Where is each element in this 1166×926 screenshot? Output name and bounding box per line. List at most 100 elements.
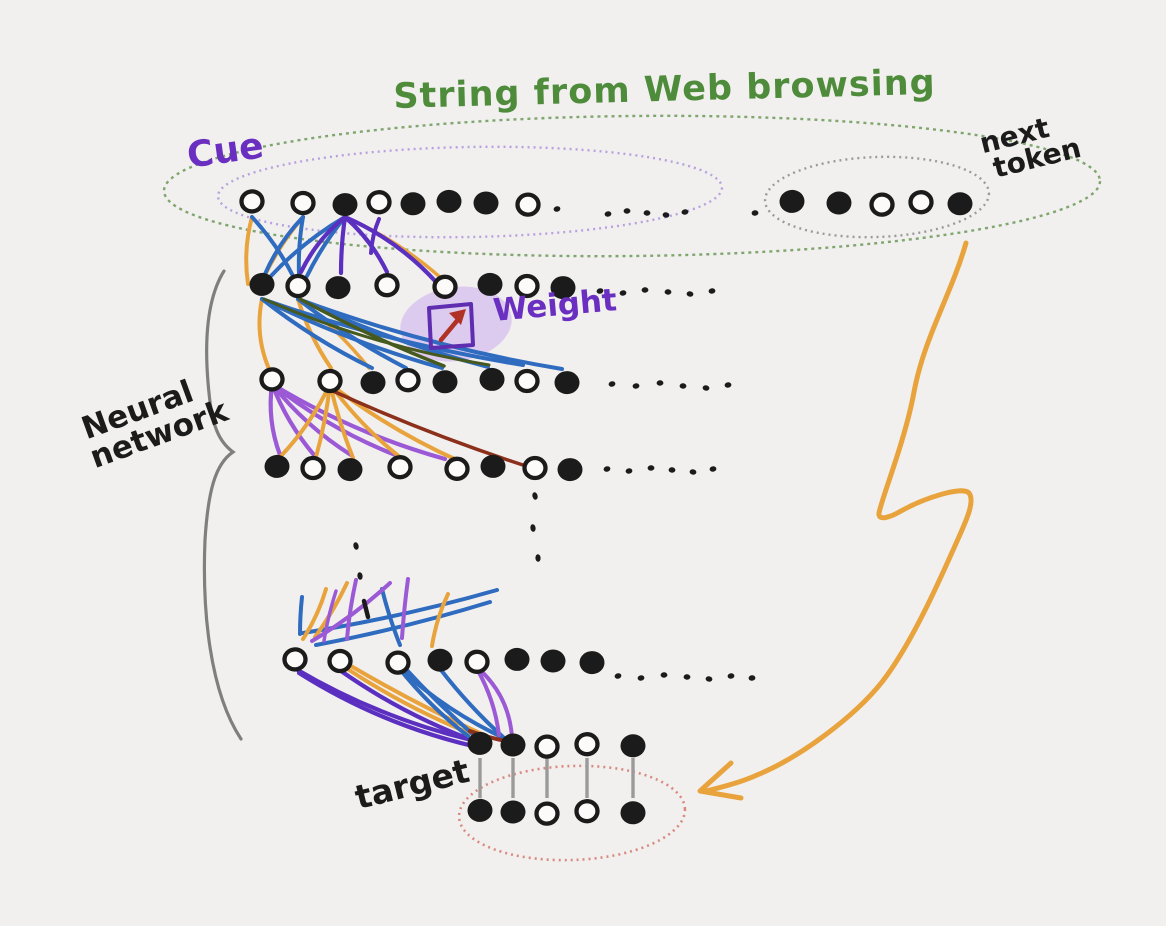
row2-trailing-dots-2 <box>619 290 627 296</box>
node-hidden-1-8 <box>550 276 576 300</box>
row1-trailing-dots-7 <box>751 210 759 216</box>
edge-23 <box>262 297 491 367</box>
node-hidden-4-2 <box>327 648 353 674</box>
node-hidden-2-8 <box>554 371 580 395</box>
token-nodes <box>239 189 973 826</box>
edge-43 <box>345 578 358 641</box>
cue-label: Cue <box>184 125 267 177</box>
edge-49 <box>338 668 480 745</box>
node-hidden-3-1 <box>264 454 290 478</box>
row3-trailing-dots-4 <box>679 383 687 389</box>
row2-trailing-dots-4 <box>664 289 672 295</box>
output-target-links <box>478 758 635 798</box>
row2-trailing-dots-6 <box>708 288 716 294</box>
edge-16 <box>260 297 374 370</box>
connection-edges <box>244 214 564 752</box>
node-target-1 <box>467 798 493 822</box>
node-hidden-4-6 <box>504 647 530 671</box>
edge-40 <box>313 581 349 639</box>
ellipsis-dots <box>353 206 759 682</box>
node-target-2 <box>500 800 526 824</box>
edge-19 <box>296 297 408 370</box>
string-oval <box>162 114 1102 258</box>
edge-47 <box>293 666 474 743</box>
feedback-arrowhead <box>697 760 744 801</box>
node-output-5 <box>620 734 646 758</box>
edge-7 <box>250 215 295 278</box>
row2-trailing-dots-5 <box>686 291 694 297</box>
node-hidden-1-7 <box>514 273 540 299</box>
row5-trailing-dots-2 <box>637 675 645 681</box>
node-input-next-token-1 <box>779 189 805 213</box>
row2-trailing-dots-3 <box>641 287 649 293</box>
node-hidden-2-3 <box>360 371 386 395</box>
edge-0 <box>244 215 254 286</box>
node-hidden-2-6 <box>479 367 505 391</box>
node-input-cue-7 <box>473 191 499 215</box>
edge-9 <box>298 214 348 275</box>
row3-trailing-dots-6 <box>724 382 732 388</box>
edge-54 <box>397 666 508 741</box>
node-input-cue-3 <box>332 193 358 217</box>
edge-57 <box>477 667 514 739</box>
node-target-4 <box>574 799 600 824</box>
edge-38 <box>380 587 402 647</box>
node-output-2 <box>500 733 526 757</box>
node-hidden-4-7 <box>540 649 566 673</box>
row1-trailing-dots-2 <box>604 211 612 217</box>
edge-28 <box>269 381 448 462</box>
node-hidden-1-5 <box>432 274 458 299</box>
edge-46 <box>361 598 371 620</box>
node-input-next-token-3 <box>869 192 895 217</box>
node-hidden-2-7 <box>514 368 540 394</box>
node-input-cue-4 <box>366 190 392 215</box>
vertical-ellipsis-left-1 <box>353 542 359 550</box>
next-token-oval <box>763 155 991 239</box>
node-input-cue-1 <box>239 189 265 214</box>
edge-11 <box>342 214 439 285</box>
feedback-arrow <box>703 240 974 794</box>
vertical-ellipsis-right-1 <box>532 492 538 500</box>
row2-trailing-dots-1 <box>596 288 604 294</box>
node-hidden-4-5 <box>464 649 490 674</box>
row4-trailing-dots-1 <box>603 466 611 472</box>
edge-48 <box>296 670 489 752</box>
row1-trailing-dots-4 <box>643 210 651 216</box>
row5-trailing-dots-1 <box>614 673 622 679</box>
row1-trailing-dots-5 <box>662 212 670 218</box>
node-hidden-1-2 <box>285 273 311 299</box>
node-target-5 <box>620 801 646 825</box>
edge-56 <box>475 667 501 737</box>
weight-box <box>427 302 475 350</box>
row4-trailing-dots-5 <box>689 469 697 475</box>
node-input-cue-8 <box>515 192 541 217</box>
edge-44 <box>400 577 410 640</box>
target-oval <box>457 764 687 862</box>
node-input-cue-2 <box>290 190 316 216</box>
edge-12 <box>369 217 381 255</box>
neural-network-brace <box>202 269 243 741</box>
node-hidden-4-3 <box>385 650 411 675</box>
node-hidden-2-5 <box>432 370 458 394</box>
row3-trailing-dots-1 <box>608 381 616 387</box>
node-hidden-4-1 <box>282 647 308 672</box>
node-hidden-3-4 <box>387 455 413 480</box>
vertical-ellipsis-right-2 <box>530 524 536 532</box>
row1-trailing-dots-6 <box>681 209 689 215</box>
row5-trailing-dots-4 <box>683 674 691 680</box>
node-hidden-3-3 <box>337 458 363 482</box>
row4-trailing-dots-2 <box>625 468 633 474</box>
node-hidden-2-4 <box>395 368 421 393</box>
node-input-cue-6 <box>436 189 462 213</box>
vertical-ellipsis-right-3 <box>535 554 541 562</box>
edge-21 <box>296 297 564 371</box>
node-input-cue-5 <box>400 192 426 216</box>
node-hidden-3-7 <box>522 455 548 481</box>
edge-25 <box>269 381 317 458</box>
edge-3 <box>296 215 305 276</box>
node-target-3 <box>534 801 560 826</box>
row4-trailing-dots-6 <box>709 466 717 472</box>
edge-8 <box>338 214 348 276</box>
